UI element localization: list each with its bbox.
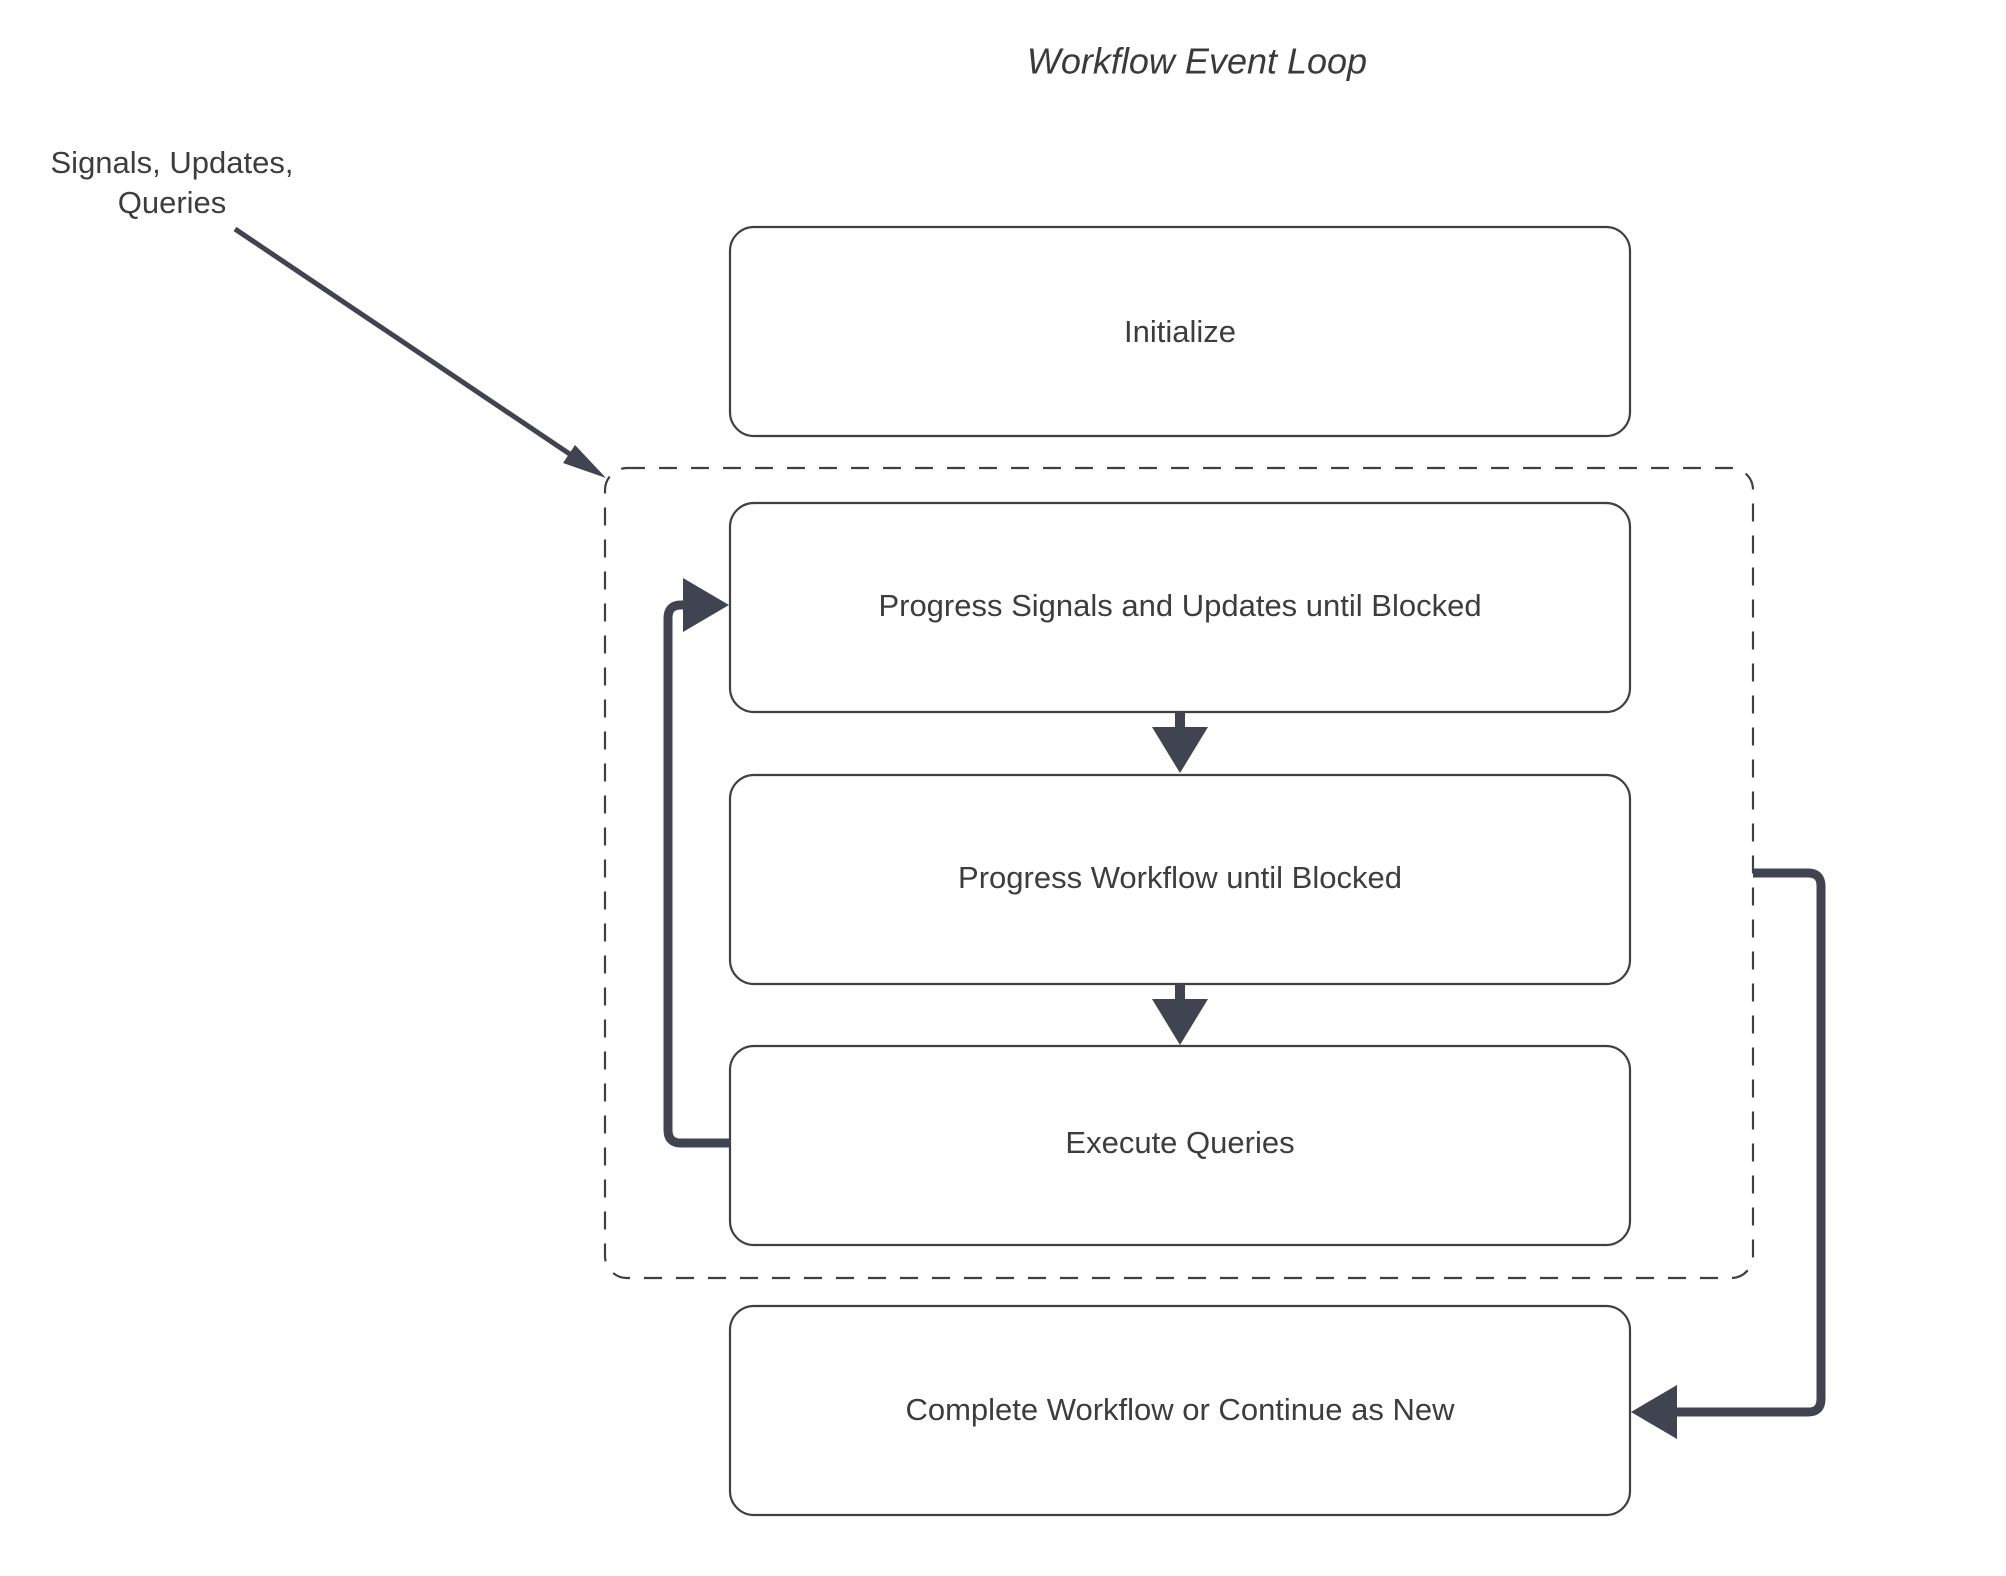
node-progress-workflow-label: Progress Workflow until Blocked [958, 860, 1402, 895]
edge-queries-back-to-signals [663, 578, 730, 1148]
arrow-head-icon [1631, 1385, 1677, 1439]
node-initialize-box[interactable] [728, 225, 1632, 438]
node-complete-workflow-label: Complete Workflow or Continue as New [905, 1392, 1455, 1427]
arrow-head-icon [1152, 727, 1208, 773]
external-input-label-line1: Signals, Updates, [51, 145, 294, 180]
edge-loop-to-complete [1631, 868, 1826, 1439]
node-progress-signals-label: Progress Signals and Updates until Block… [878, 588, 1481, 623]
node-complete-workflow-box[interactable] [728, 1304, 1632, 1517]
page-title: Workflow Event Loop [1027, 41, 1367, 82]
node-initialize-label: Initialize [1124, 314, 1236, 349]
node-progress-signals[interactable]: Progress Signals and Updates until Block… [728, 501, 1632, 714]
node-initialize[interactable]: Initialize [728, 225, 1632, 438]
node-execute-queries[interactable]: Execute Queries [728, 1044, 1632, 1247]
node-execute-queries-label: Execute Queries [1065, 1125, 1294, 1160]
edge-workflow-to-queries [1152, 984, 1208, 1045]
edge-signals-to-workflow [1152, 712, 1208, 773]
arrow-head-icon [683, 578, 729, 632]
node-progress-workflow[interactable]: Progress Workflow until Blocked [728, 773, 1632, 986]
edge-external-to-loop [233, 226, 606, 478]
arrow-head-icon [1152, 999, 1208, 1045]
node-complete-workflow[interactable]: Complete Workflow or Continue as New [728, 1304, 1632, 1517]
arrow-head-icon [563, 445, 606, 478]
external-input-label-line2: Queries [118, 185, 227, 220]
